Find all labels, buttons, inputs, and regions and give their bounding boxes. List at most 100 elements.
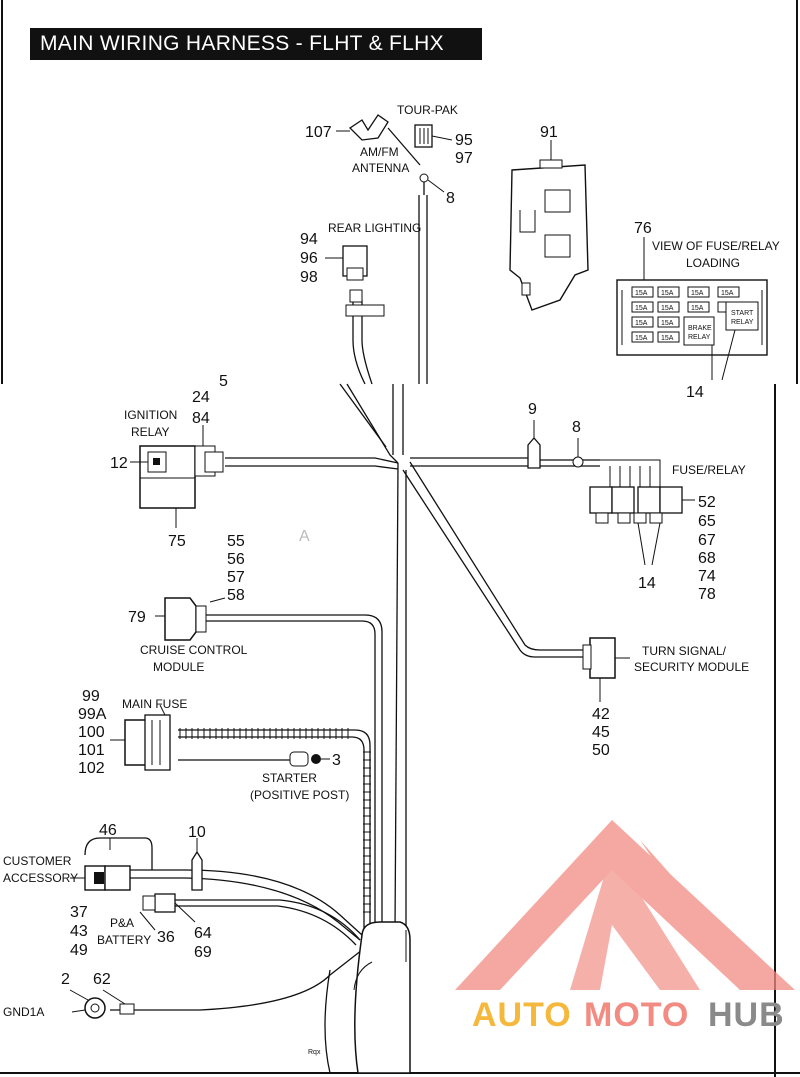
callout-8-right: 8 xyxy=(572,419,581,436)
fuse-rating: 15A xyxy=(661,320,674,327)
callout-42: 42 xyxy=(592,706,610,723)
label-start-1: START xyxy=(731,310,754,317)
callout-56: 56 xyxy=(227,551,245,568)
callout-64: 64 xyxy=(194,925,212,942)
fuse-slot xyxy=(657,331,680,343)
harness-bundle xyxy=(353,921,411,1074)
label-fuse-view-1: VIEW OF FUSE/RELAY xyxy=(652,239,780,253)
fuse-slot xyxy=(687,301,710,313)
fuse-rating: 15A xyxy=(661,305,674,312)
watermark-triangle-inner xyxy=(570,850,700,990)
callout-98: 98 xyxy=(300,269,318,286)
label-pa-2: BATTERY xyxy=(97,933,151,947)
clip-8-right xyxy=(572,438,584,468)
callout-49: 49 xyxy=(70,942,88,959)
clip-10 xyxy=(191,838,203,891)
fuse-rating: 15A xyxy=(691,305,704,312)
callout-95: 95 xyxy=(455,132,473,149)
turn-signal-module xyxy=(582,637,630,702)
antenna-connector xyxy=(336,114,389,141)
fuse-rating: 15A xyxy=(635,320,648,327)
callout-14-lower: 14 xyxy=(638,575,656,592)
callout-8-upper: 8 xyxy=(446,190,455,207)
fuse-slot xyxy=(717,286,740,298)
callout-24: 24 xyxy=(192,389,210,406)
callout-74: 74 xyxy=(698,568,716,585)
accessory-leads xyxy=(84,837,363,1074)
fuse-rating: 15A xyxy=(635,290,648,297)
callout-12: 12 xyxy=(110,455,128,472)
center-mark: A xyxy=(299,528,310,545)
callout-10: 10 xyxy=(188,824,206,841)
fuse-slot xyxy=(631,316,654,328)
watermark-text: AUTO MOTO HUB xyxy=(472,996,784,1034)
label-brake-1: BRAKE xyxy=(688,325,712,332)
callout-75: 75 xyxy=(168,533,186,550)
main-fuse xyxy=(110,704,171,771)
callout-76: 76 xyxy=(634,220,652,237)
callout-65: 65 xyxy=(698,513,716,530)
watermark-auto: AUTO xyxy=(472,996,572,1034)
callout-36: 36 xyxy=(157,929,175,946)
label-gnd: GND1A xyxy=(3,1005,44,1019)
label-main-fuse: MAIN FUSE xyxy=(122,697,187,711)
label-turn-1: TURN SIGNAL/ xyxy=(642,644,727,658)
label-starter-1: STARTER xyxy=(262,771,317,785)
callout-107: 107 xyxy=(305,124,332,141)
ground-terminal xyxy=(69,989,135,1019)
clip-9 xyxy=(527,420,541,469)
callout-37: 37 xyxy=(70,904,88,921)
label-ignition-1: IGNITION xyxy=(124,408,177,422)
callout-57: 57 xyxy=(227,569,245,586)
watermark-logo xyxy=(455,820,795,990)
tour-pak-connector xyxy=(414,124,453,148)
label-ignition-2: RELAY xyxy=(131,425,169,439)
watermark-triangle-outer xyxy=(455,820,795,990)
diagram-title: MAIN WIRING HARNESS - FLHT & FLHX xyxy=(30,28,482,60)
callout-14-upper: 14 xyxy=(686,384,704,401)
callout-99: 99 xyxy=(82,688,100,705)
callout-68: 68 xyxy=(698,550,716,567)
label-turn-2: SECURITY MODULE xyxy=(634,660,749,674)
label-brake-2: RELAY xyxy=(688,334,711,341)
ignition-relay xyxy=(130,425,224,528)
watermark-notch xyxy=(640,840,720,930)
callout-9: 9 xyxy=(528,401,537,418)
fuse-slot xyxy=(657,316,680,328)
callout-62: 62 xyxy=(93,971,111,988)
clip-upper xyxy=(419,173,445,193)
fuse-rating: 15A xyxy=(635,335,648,342)
fuse-rating: 15A xyxy=(721,290,734,297)
label-cruise-1: CRUISE CONTROL xyxy=(140,643,248,657)
fuse-slot xyxy=(631,301,654,313)
pa-battery-connector xyxy=(139,893,196,931)
callout-43: 43 xyxy=(70,923,88,940)
callout-2: 2 xyxy=(61,971,70,988)
fuse-slot xyxy=(631,286,654,298)
watermark-moto: MOTO xyxy=(584,996,689,1034)
main-fuse-lead xyxy=(178,729,371,930)
callout-102: 102 xyxy=(78,760,105,777)
callout-97: 97 xyxy=(455,150,473,167)
rear-lighting-connector xyxy=(325,245,385,317)
callout-94: 94 xyxy=(300,231,318,248)
callout-78: 78 xyxy=(698,586,716,603)
fuse-relay-block xyxy=(589,459,695,566)
label-rear-lighting: REAR LIGHTING xyxy=(328,221,421,235)
conduit-hatching xyxy=(179,728,371,913)
harness-trunks xyxy=(225,383,600,931)
customer-accessory-connector xyxy=(70,838,131,891)
callout-69: 69 xyxy=(194,944,212,961)
label-customer-2: ACCESSORY xyxy=(3,871,78,885)
callout-45: 45 xyxy=(592,724,610,741)
callout-50: 50 xyxy=(592,742,610,759)
cruise-lead xyxy=(205,614,383,930)
callout-5: 5 xyxy=(219,373,228,390)
label-starter-2: (POSITIVE POST) xyxy=(250,788,349,802)
tour-pak-module xyxy=(509,140,589,311)
callout-55: 55 xyxy=(227,533,245,550)
callout-91: 91 xyxy=(540,124,558,141)
callout-100: 100 xyxy=(78,724,105,741)
label-tour-pak: TOUR-PAK xyxy=(397,103,458,117)
